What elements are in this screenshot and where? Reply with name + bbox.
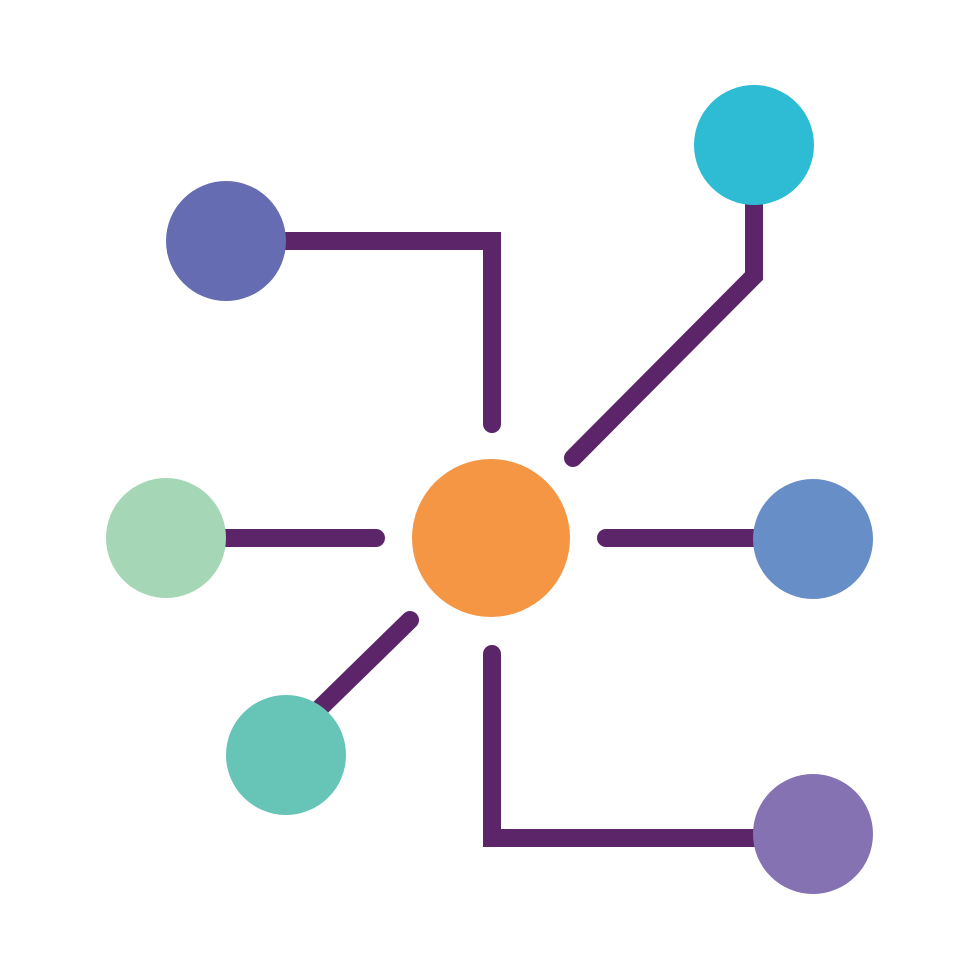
node-circles: [106, 85, 873, 894]
center-node: [412, 459, 570, 617]
connector-lines: [217, 196, 763, 847]
bottom-left-connector: [311, 611, 419, 717]
left-node: [106, 478, 226, 598]
top-left-connector: [277, 232, 501, 433]
top-right-connector: [564, 196, 763, 467]
top-left-node: [166, 181, 286, 301]
top-right-node: [694, 85, 814, 205]
right-node: [753, 479, 873, 599]
bottom-right-connector: [483, 645, 762, 847]
bottom-left-node: [226, 695, 346, 815]
bottom-right-node: [753, 774, 873, 894]
